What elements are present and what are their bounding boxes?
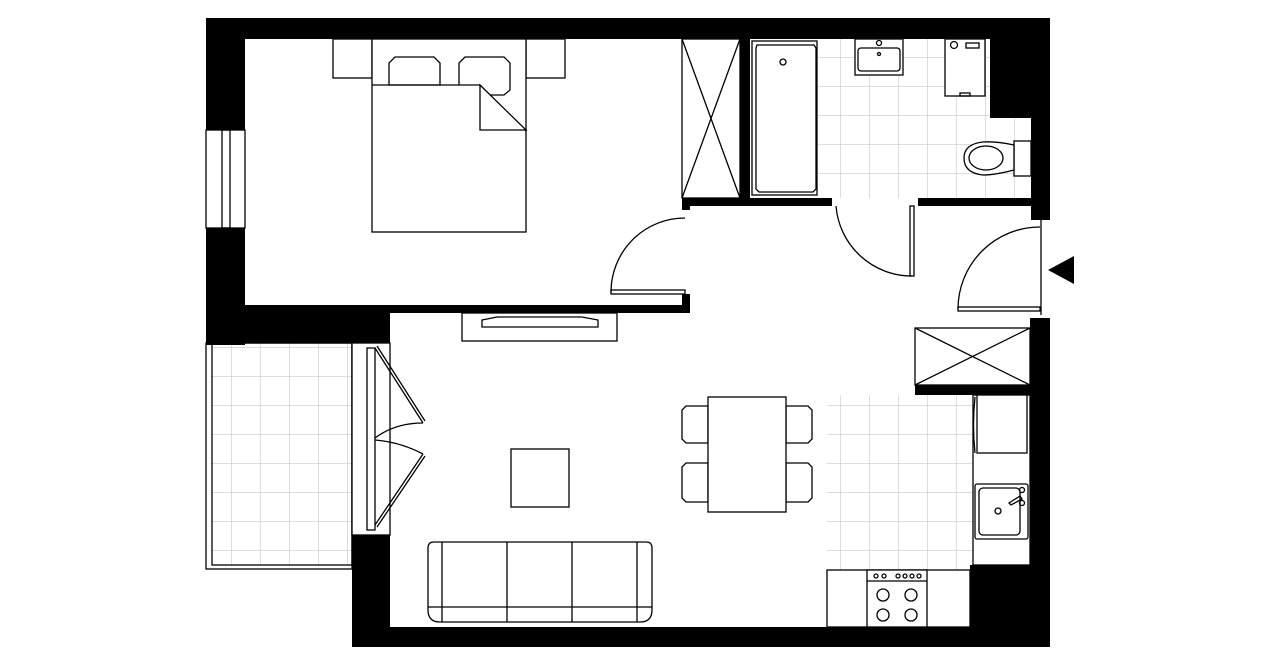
- sofa: [427, 541, 653, 623]
- chair: [681, 405, 709, 444]
- pillow: [388, 56, 441, 86]
- bedroom-closet: [681, 38, 741, 199]
- dining-table: [707, 396, 787, 513]
- dining-set: [681, 396, 813, 513]
- bedroom-door[interactable]: [610, 217, 686, 295]
- bathroom-sink: [854, 38, 904, 76]
- tiled-floors: [212, 39, 1031, 570]
- nightstand-right: [525, 38, 566, 79]
- entrance-arrow-icon: [1048, 256, 1074, 284]
- coffee-table: [510, 448, 570, 508]
- kitchen-sink: [974, 483, 1029, 540]
- stove: [866, 569, 928, 628]
- toilet: [963, 140, 1032, 177]
- chair: [785, 462, 813, 503]
- bedroom-window: [205, 129, 246, 229]
- kitchen-floor: [827, 395, 973, 570]
- walls: [206, 18, 1050, 647]
- entrance-door[interactable]: [957, 220, 1042, 315]
- hallway-closet: [914, 327, 1031, 386]
- drain-icon: [779, 58, 787, 66]
- bathtub: [751, 40, 818, 196]
- chair: [785, 405, 813, 444]
- fridge: [976, 394, 1028, 454]
- bed: [332, 38, 566, 233]
- kitchen-counter: [826, 394, 1031, 628]
- tv-unit: [461, 312, 618, 342]
- nightstand-left: [332, 38, 373, 79]
- balcony-floor: [212, 343, 352, 565]
- washing-machine: [944, 38, 986, 97]
- balcony-door[interactable]: [351, 342, 426, 536]
- bathroom-door[interactable]: [835, 205, 915, 277]
- chair: [681, 462, 709, 503]
